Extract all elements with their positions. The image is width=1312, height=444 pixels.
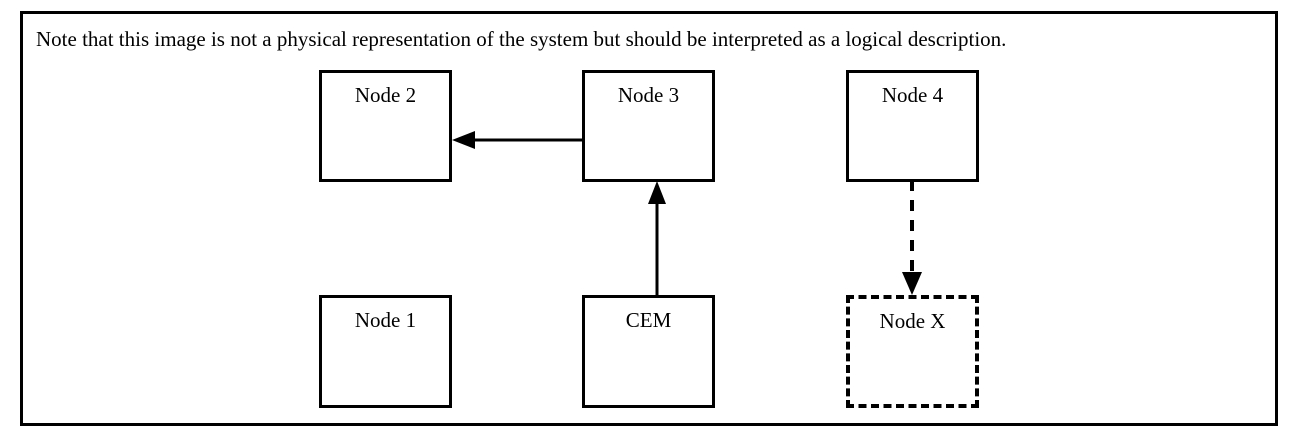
node-label-node3: Node 3 [617, 83, 680, 107]
node-box-node2[interactable]: Node 2 [319, 70, 452, 182]
edge-cem-to-node3 [648, 181, 666, 296]
node-box-cem[interactable]: CEM [582, 295, 715, 408]
diagram-caption: Note that this image is not a physical r… [36, 27, 1007, 51]
node-box-nodex[interactable]: Node X [846, 295, 979, 408]
node-label-node4: Node 4 [881, 83, 944, 107]
node-box-node3[interactable]: Node 3 [582, 70, 715, 182]
edge-node3-to-node2 [452, 131, 582, 149]
node-label-node1: Node 1 [354, 308, 417, 332]
node-label-cem: CEM [625, 308, 672, 332]
node-label-nodex: Node X [879, 309, 946, 333]
node-label-node2: Node 2 [354, 83, 417, 107]
node-box-node1[interactable]: Node 1 [319, 295, 452, 408]
node-box-node4[interactable]: Node 4 [846, 70, 979, 182]
edge-node4-to-nodex [902, 180, 922, 295]
